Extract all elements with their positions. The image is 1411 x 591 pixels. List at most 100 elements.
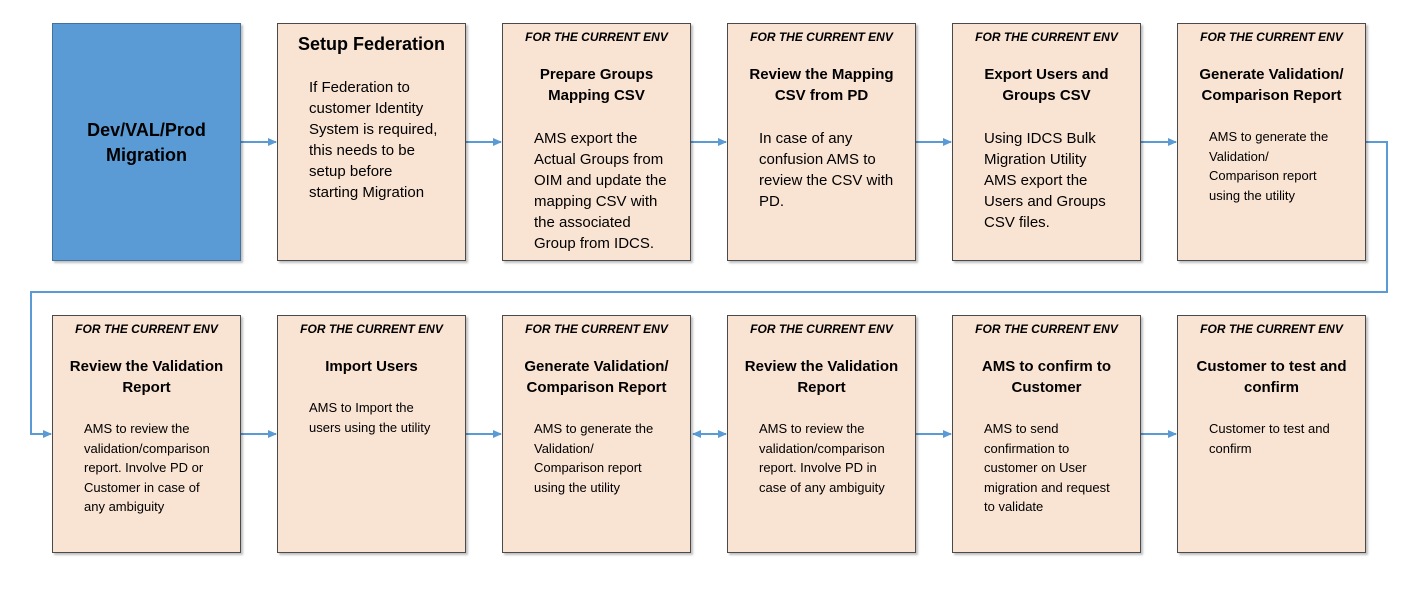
env-label: FOR THE CURRENT ENV xyxy=(750,322,893,336)
step-description: AMS to review the validation/comparison re… xyxy=(84,419,210,517)
step-title-line: Report xyxy=(797,379,846,396)
step-title: AMS to confirm to Customer xyxy=(959,356,1134,398)
step-description-line: Users and Groups xyxy=(984,193,1106,210)
step-title-line: Groups CSV xyxy=(1002,87,1091,104)
step-description-line: AMS to send xyxy=(984,421,1059,436)
step-description-line: Using IDCS Bulk xyxy=(984,130,1096,147)
step-description-line: starting Migration xyxy=(309,184,425,201)
step-title: Customer to test and confirm xyxy=(1184,356,1359,398)
step-title-line: Customer to test and xyxy=(1196,358,1347,375)
step-description-line: confirm xyxy=(1209,440,1252,456)
step-description-line: CSV files. xyxy=(984,214,1050,231)
step-description-line: AMS to review the xyxy=(84,421,190,436)
step-description-line: confusion AMS to xyxy=(759,151,876,168)
env-label: FOR THE CURRENT ENV xyxy=(750,30,893,44)
step-description-line: Validation/ xyxy=(1209,148,1269,164)
step-description-line: AMS to Import the xyxy=(309,400,414,415)
step-title-line: Comparison Report xyxy=(1201,87,1342,104)
step-description-line: users using the utility xyxy=(309,419,431,435)
step-description-line: If Federation to xyxy=(309,79,410,96)
step-description-line: Actual Groups from xyxy=(534,151,664,168)
step-title: Generate Validation/Comparison Report xyxy=(509,356,684,398)
start-title-line: Migration xyxy=(106,145,187,165)
env-label: FOR THE CURRENT ENV xyxy=(525,322,668,336)
start-title-line: Dev/VAL/Prod xyxy=(87,120,206,140)
step-description-line: to validate xyxy=(984,499,1044,514)
step-description-line: migration and request xyxy=(984,479,1110,495)
step-description-line: AMS to generate the xyxy=(1209,129,1329,144)
step-description-line: validation/comparison xyxy=(84,440,210,456)
step-description-line: AMS export the xyxy=(534,130,638,147)
step-description-line: Customer to test and xyxy=(1209,421,1330,436)
step-box: FOR THE CURRENT ENV Review the Validation… xyxy=(727,315,916,553)
step-description-line: report. Involve PD or xyxy=(84,460,204,475)
step-title-line: Review the Validation xyxy=(744,358,899,375)
env-label: FOR THE CURRENT ENV xyxy=(1200,30,1343,44)
env-label: FOR THE CURRENT ENV xyxy=(75,322,218,336)
step-description-line: Validation/ xyxy=(534,440,594,456)
step-description-line: confirmation to xyxy=(984,440,1070,456)
env-label: FOR THE CURRENT ENV xyxy=(975,322,1118,336)
step-description-line: Customer in case of xyxy=(84,479,200,495)
env-label: FOR THE CURRENT ENV xyxy=(525,30,668,44)
step-title-line: Generate Validation/ xyxy=(524,358,669,375)
step-description: In case of any confusion AMS to review the… xyxy=(759,128,893,212)
step-title-line: CSV from PD xyxy=(774,87,869,104)
step-description-line: using the utility xyxy=(1209,187,1295,203)
start-title: Dev/VAL/Prod Migration xyxy=(59,118,234,168)
step-description-line: Comparison report xyxy=(534,460,642,475)
env-label: FOR THE CURRENT ENV xyxy=(975,30,1118,44)
step-description-line: AMS to generate the xyxy=(534,421,654,436)
step-title-line: Customer xyxy=(1011,379,1082,396)
step-description-line: PD. xyxy=(759,193,785,210)
step-description-line: report. Involve PD in xyxy=(759,460,877,475)
step-title: Setup Federation xyxy=(284,32,459,56)
step-description: Customer to test and confirm xyxy=(1209,419,1330,458)
step-description-line: Migration Utility xyxy=(984,151,1087,168)
row-connector-arrow xyxy=(30,141,1388,438)
step-description-line: this needs to be xyxy=(309,142,415,159)
step-description-line: Group from IDCS. xyxy=(534,235,655,252)
step-title-line: Comparison Report xyxy=(526,379,667,396)
step-description: AMS to send confirmation to customer on Us… xyxy=(984,419,1110,517)
step-title: Generate Validation/Comparison Report xyxy=(1184,64,1359,106)
step-description-line: review the CSV with xyxy=(759,172,894,189)
step-description-line: OIM and update the xyxy=(534,172,667,189)
step-title-line: Report xyxy=(122,379,171,396)
step-box: FOR THE CURRENT ENV Generate Validation/C… xyxy=(502,315,691,553)
step-title-line: Prepare Groups xyxy=(539,66,654,83)
step-title-line: confirm xyxy=(1243,379,1299,396)
step-description-line: validation/comparison xyxy=(759,440,885,456)
step-title-line: Review the Mapping xyxy=(749,66,894,83)
step-description-line: AMS to review the xyxy=(759,421,865,436)
arrows-layer xyxy=(30,138,1388,438)
step-title-line: AMS to confirm to xyxy=(981,358,1112,375)
step-box: FOR THE CURRENT ENV Customer to test and c… xyxy=(1177,315,1366,553)
step-title-line: Mapping CSV xyxy=(548,87,645,104)
step-description: AMS to Import the users using the utility xyxy=(309,398,430,437)
step-description-line: any ambiguity xyxy=(84,499,165,514)
step-description-line: using the utility xyxy=(534,479,620,495)
step-description-line: customer on User xyxy=(984,460,1087,475)
step-box: FOR THE CURRENT ENV AMS to confirm to Cust… xyxy=(952,315,1141,553)
step-description-line: setup before xyxy=(309,163,393,180)
step-description: AMS to review the validation/comparison re… xyxy=(759,419,885,497)
step-description-line: In case of any xyxy=(759,130,853,147)
env-label: FOR THE CURRENT ENV xyxy=(1200,322,1343,336)
